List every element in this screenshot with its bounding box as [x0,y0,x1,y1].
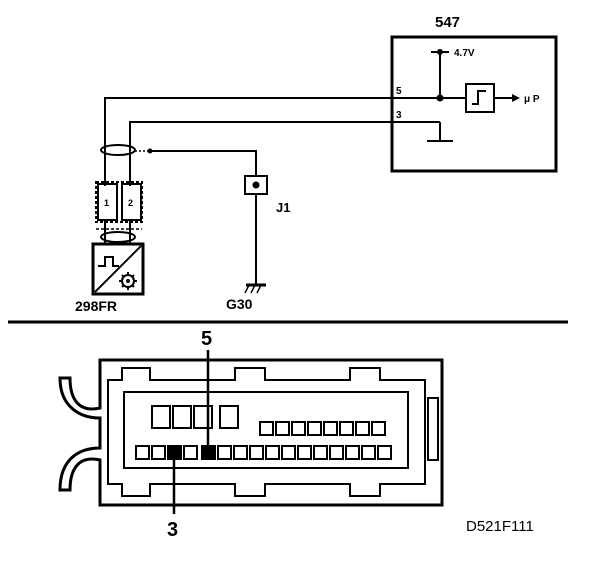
gear-icon [119,272,137,290]
pin5-junction-dot [436,94,444,102]
large-cavities [151,405,239,429]
callout-label-3: 3 [167,519,178,541]
sensor-diagonal [94,245,142,293]
sensor-label: 298FR [75,298,117,314]
small-cavity [345,445,360,460]
small-cavity [265,445,280,460]
pin1-label: 1 [104,198,109,208]
small-cavity [281,445,296,460]
small-cavity [323,421,338,436]
micro-label: μ P [524,94,540,105]
shield-oval [100,144,136,156]
connector-outline [95,181,143,223]
schmitt-trigger-box [465,83,495,113]
ground-g30: G30 [226,283,266,312]
large-cavity [219,405,239,429]
small-cavity [355,421,370,436]
small-cavity [233,445,248,460]
large-cavity [172,405,192,429]
junction-label: J1 [276,200,290,215]
sensor-298fr: 298FR [75,242,145,314]
small-cavity [183,445,198,460]
small-cavity [377,445,392,460]
ground-hatch-2 [250,284,256,294]
pin3-harness-wire [129,121,392,186]
small-cavity [313,445,328,460]
shield-drain-wire [150,150,257,176]
ecu-label: 547 [435,14,460,31]
small-cavity [297,445,312,460]
junction-dot [252,181,260,189]
large-cavity [151,405,171,429]
connector-pin2-cell [121,183,142,221]
junction-j1: J1 [244,175,290,285]
small-cavity [339,421,354,436]
supply-dot [437,49,443,55]
connector-outer-shell [58,358,444,507]
sensor-connector: 1 2 [95,181,143,243]
cavity-field [123,391,409,469]
connector-latch [427,397,439,461]
small-cavity [217,445,232,460]
small-cavity [307,421,322,436]
small-cavity [151,445,166,460]
pin5-label: 5 [396,86,402,97]
small-cavity [291,421,306,436]
small-cavity [259,421,274,436]
callout-label-5: 5 [201,328,212,350]
voltage-label: 4.7V [454,48,475,59]
connector-pin1-cell [97,183,118,221]
sensor-shield-oval [100,231,136,243]
diagram-id: D521F111 [466,518,534,535]
pulse-icon [98,256,119,267]
large-cavity [193,405,213,429]
small-cavity [275,421,290,436]
pin5-harness-wire [104,97,392,186]
sensor-box [91,242,145,296]
small-cavity [371,421,386,436]
schmitt-trigger-icon [472,90,486,105]
ground-label: G30 [226,296,253,312]
small-cavity [135,445,150,460]
ecu-547: 547 4.7V 5 μ P 3 [390,14,558,173]
ground-hatch-3 [256,284,262,294]
small-cavity [329,445,344,460]
harness-wires [100,97,392,186]
pin2-label: 2 [128,198,133,208]
micro-arrow-head [512,94,520,102]
small-cavity [361,445,376,460]
connector-face-view: 5 3 [58,328,444,541]
ground-hatch-1 [244,284,250,294]
pin3-label: 3 [396,110,402,121]
ecu-box [390,35,558,173]
connector-inner-shell [107,367,426,497]
upper-cavity-row [259,421,386,436]
small-cavity [249,445,264,460]
